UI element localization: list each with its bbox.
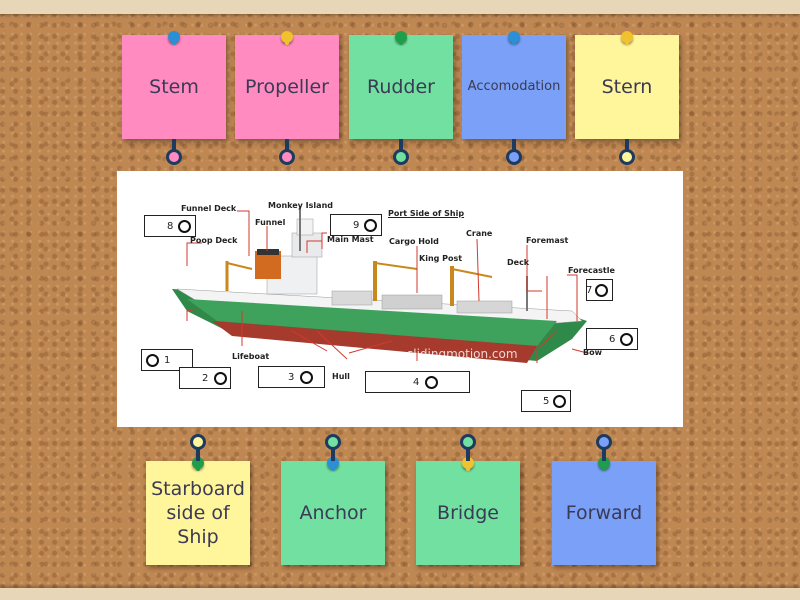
- drop-zone-number: 4: [413, 376, 420, 388]
- top-note-1[interactable]: Stem: [122, 31, 226, 139]
- pushpin-icon: [168, 31, 180, 45]
- bottom-connector-3-stem: [466, 447, 470, 461]
- bottom-connector-4-stem: [602, 447, 606, 461]
- watermark: slidingmotion.com: [407, 347, 518, 361]
- pushpin-icon: [281, 31, 293, 45]
- label-foremast: Foremast: [526, 236, 569, 245]
- drop-zone-4[interactable]: 4: [365, 371, 470, 393]
- ship-illustration: [172, 206, 588, 363]
- pushpin-icon: [598, 457, 610, 471]
- top-connector-1-dot: [166, 149, 182, 165]
- board-frame-top: [0, 0, 800, 14]
- drop-zone-number: 7: [586, 284, 593, 296]
- label-poop-deck: Poop Deck: [190, 236, 238, 245]
- drop-zone-5[interactable]: 5: [521, 390, 571, 412]
- note-label: Bridge: [437, 502, 499, 524]
- top-connector-5-stem: [625, 139, 629, 151]
- bottom-connector-4-dot: [596, 434, 612, 450]
- label-lifeboat: Lifeboat: [232, 352, 270, 361]
- drop-target-ring: [146, 353, 159, 367]
- board-frame-bottom: [0, 588, 800, 600]
- pushpin-icon: [508, 31, 520, 45]
- bottom-connector-1-stem: [196, 447, 200, 461]
- drop-target-ring: [553, 394, 566, 408]
- drop-target-ring: [214, 371, 227, 385]
- drop-zone-number: 9: [353, 219, 360, 231]
- note-label: Anchor: [299, 502, 367, 524]
- top-connector-2-stem: [285, 139, 289, 151]
- drop-zone-number: 6: [609, 333, 616, 345]
- ship-diagram-panel: Funnel Deck Monkey Island Funnel Port Si…: [117, 171, 683, 427]
- label-funnel-deck: Funnel Deck: [181, 204, 237, 213]
- label-deck: Deck: [507, 258, 530, 267]
- drop-zone-7[interactable]: 7: [586, 279, 613, 301]
- label-main-mast: Main Mast: [327, 235, 374, 244]
- label-hull: Hull: [332, 372, 350, 381]
- top-connector-1-stem: [172, 139, 176, 151]
- pushpin-icon: [621, 31, 633, 45]
- note-label: Propeller: [245, 76, 329, 98]
- note-label: Stem: [149, 76, 199, 98]
- pushpin-icon: [327, 457, 339, 471]
- bottom-note-3[interactable]: Bridge: [416, 457, 520, 565]
- top-connector-2-dot: [279, 149, 295, 165]
- drop-target-ring: [595, 283, 608, 297]
- top-note-3[interactable]: Rudder: [349, 31, 453, 139]
- top-connector-3-dot: [393, 149, 409, 165]
- pushpin-icon: [395, 31, 407, 45]
- drop-target-ring: [620, 332, 633, 346]
- top-note-2[interactable]: Propeller: [235, 31, 339, 139]
- drop-zone-number: 3: [288, 371, 295, 383]
- bottom-note-2[interactable]: Anchor: [281, 457, 385, 565]
- note-label: Starboard side of Ship: [151, 478, 245, 548]
- drop-zone-number: 2: [202, 372, 209, 384]
- note-label: Stern: [601, 76, 653, 98]
- label-cargo-hold: Cargo Hold: [389, 237, 439, 246]
- pushpin-icon: [192, 457, 204, 471]
- label-forecastle: Forecastle: [568, 266, 615, 275]
- pushpin-icon: [462, 457, 474, 471]
- drop-target-ring: [300, 370, 313, 384]
- label-bow: Bow: [583, 348, 602, 357]
- drop-zone-8[interactable]: 8: [144, 215, 196, 237]
- top-note-5[interactable]: Stern: [575, 31, 679, 139]
- note-label: Rudder: [366, 76, 435, 98]
- note-label: Forward: [565, 502, 643, 524]
- label-crane: Crane: [466, 229, 493, 238]
- bottom-note-4[interactable]: Forward: [552, 457, 656, 565]
- top-note-4[interactable]: Accomodation: [462, 31, 566, 139]
- bottom-connector-1-dot: [190, 434, 206, 450]
- bottom-connector-2-dot: [325, 434, 341, 450]
- top-connector-4-stem: [512, 139, 516, 151]
- label-monkey-island: Monkey Island: [268, 201, 333, 210]
- drop-target-ring: [364, 218, 377, 232]
- top-connector-4-dot: [506, 149, 522, 165]
- top-connector-3-stem: [399, 139, 403, 151]
- drop-zone-number: 8: [167, 220, 174, 232]
- drop-target-ring: [425, 375, 438, 389]
- drop-zone-3[interactable]: 3: [258, 366, 325, 388]
- top-connector-5-dot: [619, 149, 635, 165]
- drop-zone-number: 1: [164, 354, 171, 366]
- label-king-post: King Post: [419, 254, 463, 263]
- label-port-side: Port Side of Ship: [388, 209, 465, 218]
- label-funnel: Funnel: [255, 218, 286, 227]
- drop-zone-9[interactable]: 9: [330, 214, 382, 236]
- bottom-connector-2-stem: [331, 447, 335, 461]
- bottom-note-1[interactable]: Starboard side of Ship: [146, 457, 250, 565]
- bottom-connector-3-dot: [460, 434, 476, 450]
- drop-zone-number: 5: [543, 395, 550, 407]
- drop-zone-2[interactable]: 2: [179, 367, 231, 389]
- drop-zone-6[interactable]: 6: [586, 328, 638, 350]
- note-label: Accomodation: [467, 79, 561, 94]
- drop-target-ring: [178, 219, 191, 233]
- drop-zone-1[interactable]: 1: [141, 349, 193, 371]
